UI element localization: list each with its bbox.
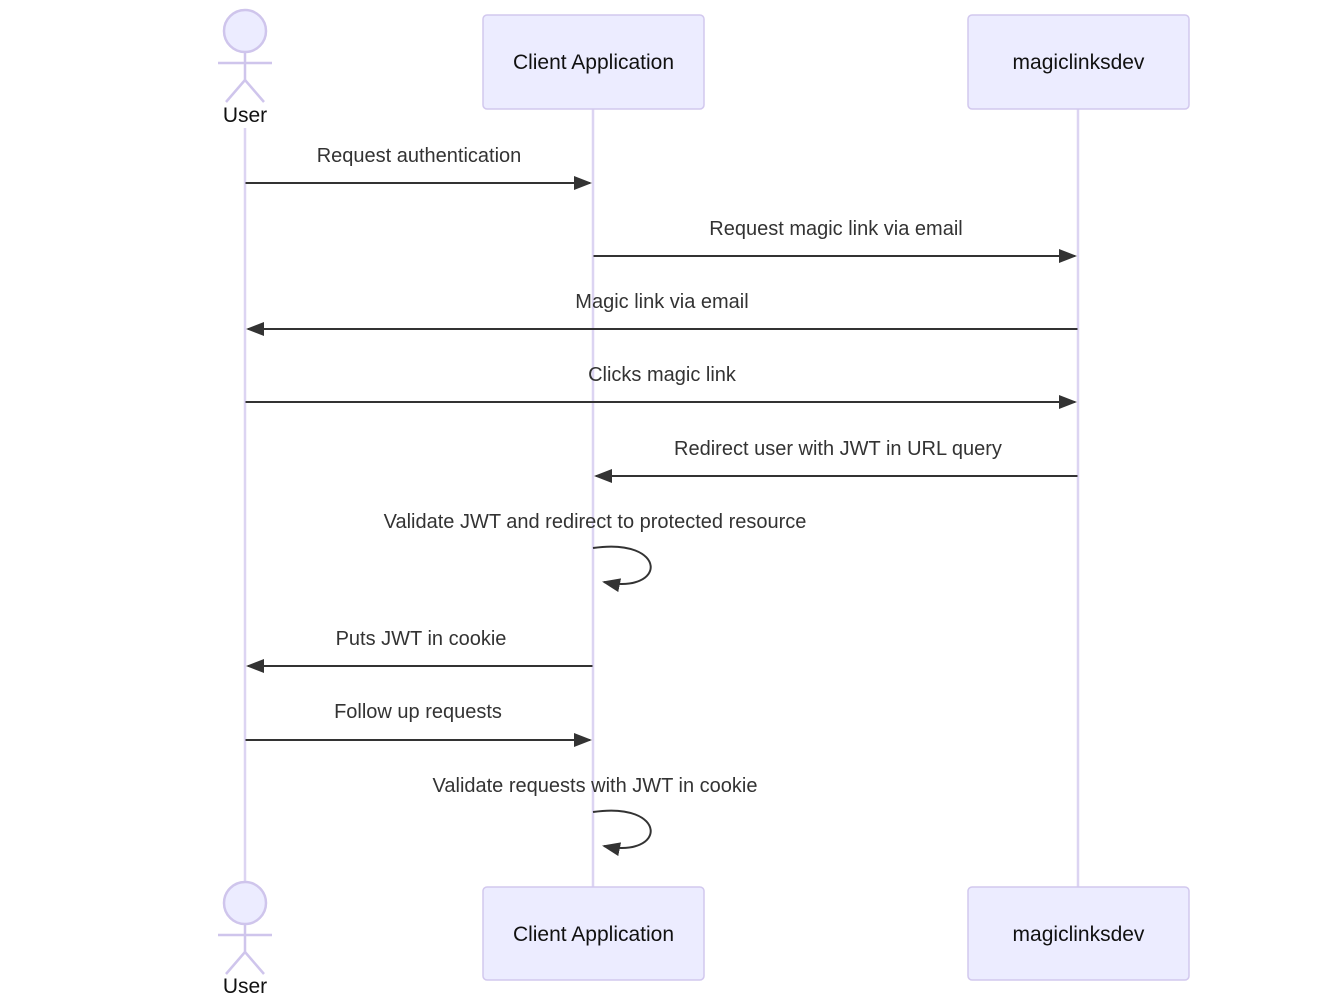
participant-service-top: magiclinksdev	[967, 14, 1190, 110]
message-label: Request magic link via email	[709, 218, 962, 240]
self-loop-arrow	[592, 809, 652, 857]
message-redirect-with-jwt: Redirect user with JWT in URL query	[594, 438, 1078, 483]
message-validate-jwt-self-loop: Validate JWT and redirect to protected r…	[384, 511, 807, 593]
message-follow-up-requests: Follow up requests	[245, 701, 592, 747]
message-label: Validate requests with JWT in cookie	[433, 775, 758, 797]
participant-label: magiclinksdev	[1013, 923, 1145, 946]
actor-label: User	[223, 975, 267, 998]
actor-user-bottom: User	[218, 880, 272, 998]
message-label: Clicks magic link	[588, 364, 737, 386]
actor-label: User	[223, 104, 267, 127]
message-clicks-magic-link: Clicks magic link	[245, 364, 1077, 409]
actor-leg-left	[225, 951, 246, 975]
participant-label: Client Application	[513, 923, 674, 946]
message-request-magic-link: Request magic link via email	[593, 218, 1077, 263]
message-magic-link-via-email: Magic link via email	[246, 291, 1078, 336]
participant-service-bottom: magiclinksdev	[967, 886, 1190, 981]
participant-box	[967, 14, 1190, 110]
actor-user-top: User	[218, 8, 272, 127]
message-label: Redirect user with JWT in URL query	[674, 438, 1002, 460]
participant-box	[482, 14, 705, 110]
actor-leg-right	[244, 79, 265, 103]
message-label: Validate JWT and redirect to protected r…	[384, 511, 807, 533]
message-validate-requests-self-loop: Validate requests with JWT in cookie	[433, 775, 758, 857]
actor-head	[222, 880, 268, 926]
actor-head	[222, 8, 268, 54]
participant-label: magiclinksdev	[1013, 51, 1145, 74]
message-puts-jwt-in-cookie: Puts JWT in cookie	[246, 628, 593, 673]
participant-client-bottom: Client Application	[482, 886, 705, 981]
participant-box	[482, 886, 705, 981]
message-request-authentication: Request authentication	[245, 145, 592, 190]
self-loop-arrow	[592, 545, 652, 593]
participant-client-top: Client Application	[482, 14, 705, 110]
participant-box	[967, 886, 1190, 981]
message-label: Request authentication	[317, 145, 522, 167]
message-label: Magic link via email	[575, 291, 748, 313]
actor-leg-right	[244, 951, 265, 975]
message-label: Follow up requests	[334, 701, 502, 723]
actor-leg-left	[225, 79, 246, 103]
participant-label: Client Application	[513, 51, 674, 74]
message-label: Puts JWT in cookie	[336, 628, 507, 650]
